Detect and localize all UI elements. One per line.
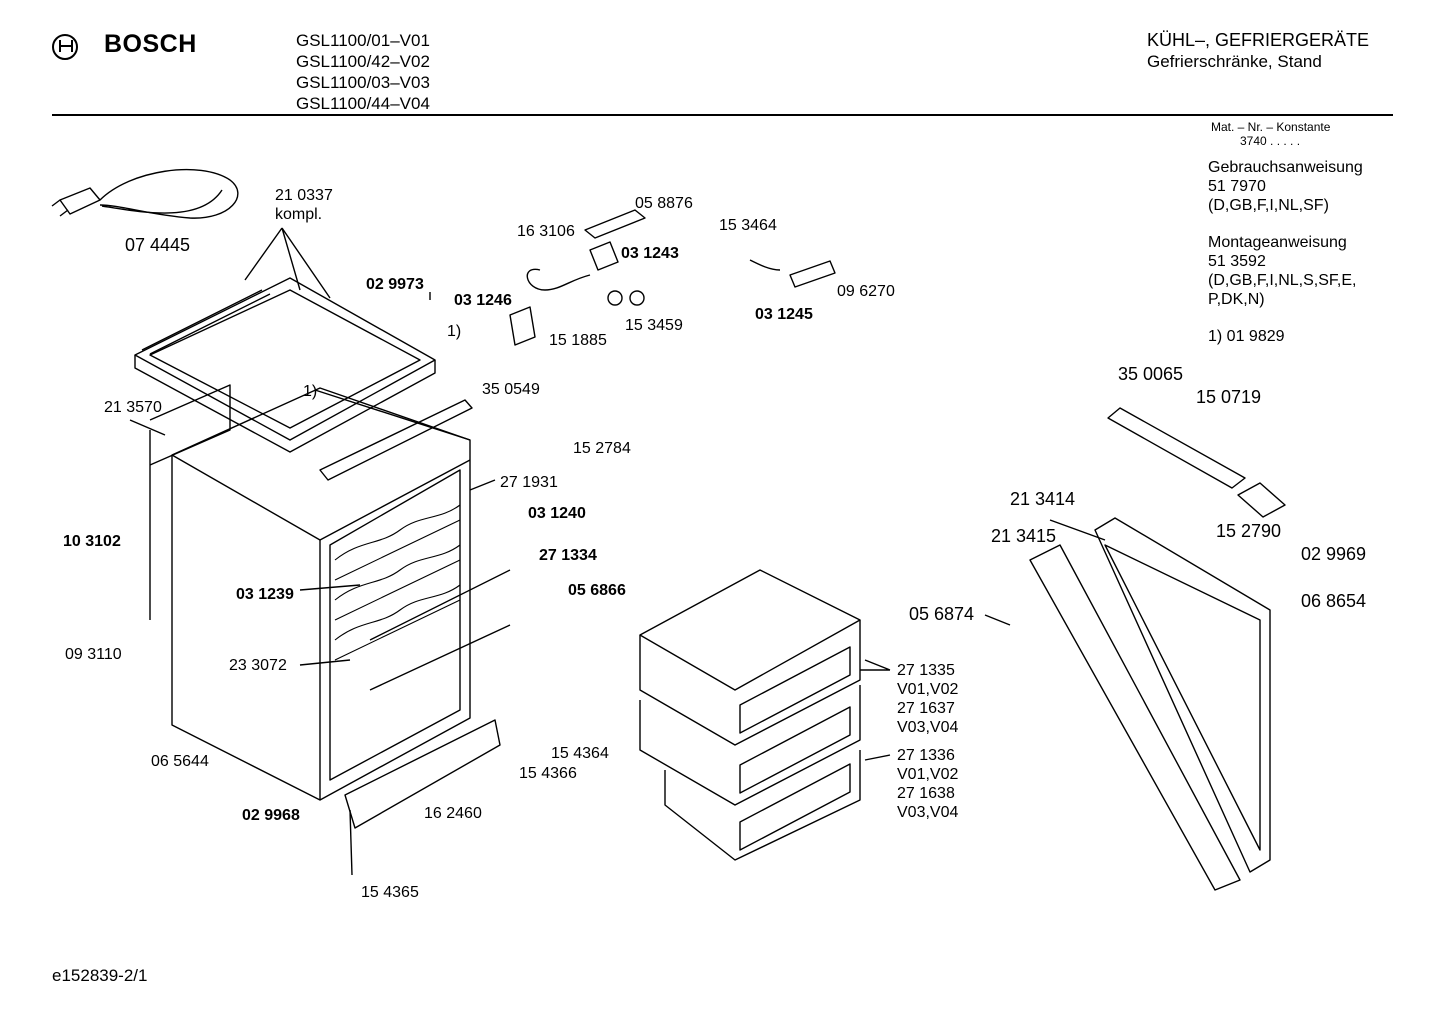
montage-languages: P,DK,N) <box>1208 291 1265 308</box>
footnote-marker: 1) <box>303 383 318 400</box>
model-item: GSL1100/03–V03 <box>296 73 430 92</box>
gebrauch-title: Gebrauchsanweisung <box>1208 159 1363 176</box>
cabinet-body-part <box>149 384 471 801</box>
part-label: 15 3464 <box>719 217 777 234</box>
variant-label: V03,V04 <box>897 719 959 736</box>
part-label: kompl. <box>275 206 323 223</box>
part-label: 23 3072 <box>229 657 287 674</box>
drawers-part <box>639 569 861 861</box>
variant-label: V01,V02 <box>897 766 959 783</box>
document-code: e152839-2/1 <box>52 966 148 985</box>
part-label: 15 2790 <box>1216 521 1282 541</box>
part-label: 10 3102 <box>63 533 121 550</box>
part-label: 21 3570 <box>104 399 162 416</box>
part-label: 05 8876 <box>635 195 693 212</box>
category-title: KÜHL–, GEFRIERGERÄTE <box>1147 30 1370 50</box>
footnote-marker: 1) <box>447 323 462 340</box>
part-label: 03 1243 <box>621 245 679 262</box>
part-label: 09 6270 <box>837 283 895 300</box>
part-label: 27 1336 <box>897 747 955 764</box>
part-label: 27 1334 <box>539 547 597 564</box>
part-label: 16 3106 <box>517 223 575 240</box>
part-label: 05 6866 <box>568 582 626 599</box>
part-label: 05 6874 <box>909 604 975 624</box>
door-part <box>1029 517 1271 891</box>
part-label: 02 9968 <box>242 807 300 824</box>
part-label: 15 4366 <box>519 765 577 782</box>
part-label: 02 9973 <box>366 276 424 293</box>
part-label: 07 4445 <box>125 235 191 255</box>
part-label: 15 4364 <box>551 745 609 762</box>
part-label: 21 3415 <box>991 526 1057 546</box>
part-label: 15 4365 <box>361 884 419 901</box>
model-item: GSL1100/44–V04 <box>296 94 430 113</box>
part-label: 15 3459 <box>625 317 683 334</box>
evaporator-coils-part <box>334 504 461 661</box>
part-label: 03 1245 <box>755 306 813 323</box>
part-label: 03 1246 <box>454 292 512 309</box>
part-label: 27 1637 <box>897 700 955 717</box>
part-label: 35 0065 <box>1118 364 1184 384</box>
part-label: 15 1885 <box>549 332 607 349</box>
footnote: 1) 01 9829 <box>1208 328 1285 345</box>
variant-label: V03,V04 <box>897 804 959 821</box>
part-label: 27 1335 <box>897 662 955 679</box>
part-label: 27 1931 <box>500 474 558 491</box>
power-cord-part <box>51 168 239 219</box>
gebrauch-languages: (D,GB,F,I,NL,SF) <box>1208 197 1329 214</box>
variant-label: V01,V02 <box>897 681 959 698</box>
montage-number: 51 3592 <box>1208 253 1266 270</box>
bosch-logo-icon <box>52 34 78 60</box>
category-subtitle: Gefrierschränke, Stand <box>1147 52 1322 71</box>
montage-languages: (D,GB,F,I,NL,S,SF,E, <box>1208 272 1357 289</box>
gebrauch-number: 51 7970 <box>1208 178 1266 195</box>
part-label: 09 3110 <box>65 646 122 663</box>
part-label: 21 0337 <box>275 187 333 204</box>
brand-name: BOSCH <box>104 30 197 58</box>
info-sidebar: Mat. – Nr. – Konstante 3740 . . . . . Ge… <box>1208 120 1363 346</box>
part-label: 03 1240 <box>528 505 586 522</box>
part-label: 27 1638 <box>897 785 955 802</box>
mat-number-label: Mat. – Nr. – Konstante <box>1211 120 1331 134</box>
top-cover-part <box>134 227 436 453</box>
model-item: GSL1100/01–V01 <box>296 31 430 50</box>
montage-title: Montageanweisung <box>1208 234 1347 251</box>
part-label: 02 9969 <box>1301 544 1367 564</box>
mat-number-value: 3740 . . . . . <box>1240 134 1301 148</box>
part-label: 15 0719 <box>1196 387 1262 407</box>
model-list: GSL1100/01–V01 GSL1100/42–V02 GSL1100/03… <box>296 30 430 114</box>
part-label: 15 2784 <box>573 440 631 457</box>
part-label: 06 5644 <box>151 753 209 770</box>
part-label: 06 8654 <box>1301 591 1367 611</box>
part-label: 16 2460 <box>424 805 482 822</box>
model-item: GSL1100/42–V02 <box>296 52 430 71</box>
category-block: KÜHL–, GEFRIERGERÄTE Gefrierschränke, St… <box>1147 30 1369 72</box>
part-label: 35 0549 <box>482 381 540 398</box>
header-divider <box>52 114 1393 116</box>
part-label: 03 1239 <box>236 586 294 603</box>
part-label: 21 3414 <box>1010 489 1076 509</box>
